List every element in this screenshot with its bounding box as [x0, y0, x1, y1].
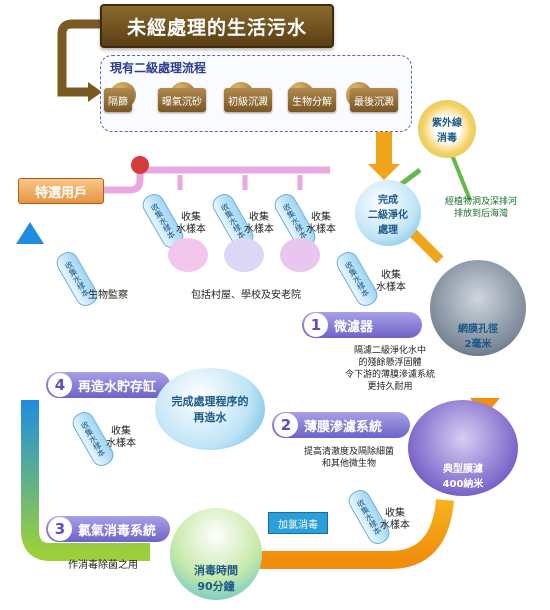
- sample-label: 收集 水樣本: [106, 426, 136, 449]
- inflow-arrow: [57, 19, 100, 97]
- supply-pipe: [100, 166, 330, 194]
- elderly-home-icon: [280, 238, 320, 272]
- stage-2-desc: 提高清澈度及隔除細菌 和其他微生物: [303, 447, 394, 469]
- stage-4-bar: 4 再造水貯存缸: [46, 372, 170, 398]
- buildings-caption: 包括村屋、學校及安老院: [191, 290, 301, 301]
- secondary-flow-title: 現有二級處理流程: [110, 61, 207, 75]
- stage-1-number: 1: [304, 313, 328, 337]
- selected-users: 特選用戶: [18, 178, 104, 204]
- stage2-to-3-arrow: [200, 499, 454, 569]
- stage-2-bar: 2 薄膜滲濾系統: [272, 412, 410, 438]
- sample-label: 收集 水樣本: [376, 270, 406, 293]
- reclaimed-water: 完成處理程序的 再造水: [155, 368, 265, 450]
- microfilter-tag: 網膜孔徑 2毫米: [430, 260, 526, 356]
- disinfect-time: 消毒時間 90分鐘: [170, 508, 262, 600]
- stage-3-number: 3: [48, 517, 72, 541]
- uv-disinfection: 紫外線 消毒: [418, 100, 476, 158]
- stage-3-desc: 作消毒除菌之用: [68, 560, 138, 571]
- stage-1-name: 微濾器: [334, 319, 374, 335]
- page-title: 未經處理的生活污水: [100, 4, 334, 48]
- house-icon: [168, 238, 208, 272]
- sample-label: 收集 水樣本: [380, 508, 410, 531]
- chlorine-add-label: 加氯消毒: [268, 512, 328, 534]
- flow-step: 隔篩: [104, 88, 132, 112]
- membrane-tag: 典型膜濾 400納米: [408, 400, 518, 496]
- stage-2-number: 2: [274, 413, 298, 437]
- secondary-treated: 完成 二級淨化 處理: [355, 180, 421, 246]
- sample-label: 收集 水樣本: [176, 212, 206, 235]
- flow-step: 最後沉澱: [350, 88, 398, 112]
- stage-3-bar: 3 氯氣消毒系統: [46, 516, 170, 542]
- stage-2-name: 薄膜滲濾系統: [304, 419, 383, 435]
- flow-step: 初級沉澱: [224, 88, 272, 112]
- flow-step: 生物分解: [288, 88, 336, 112]
- bio-monitor-label: 生物監察: [88, 290, 128, 301]
- stage-4-name: 再造水貯存缸: [78, 379, 157, 395]
- stage-1-desc: 隔濾二級淨化水中 的殘餘懸浮固體 令下游的薄膜滲濾系統 更持久耐用: [344, 346, 435, 392]
- sample-label: 收集 水樣本: [244, 212, 274, 235]
- sample-label: 收集 水樣本: [306, 212, 336, 235]
- stage-3-name: 氯氣消毒系統: [78, 523, 157, 539]
- stage-1-bar: 1 微濾器: [302, 312, 422, 338]
- uv-discharge-text: 經植物洞及深排河 排放到后海灣: [444, 197, 517, 219]
- stage-4-number: 4: [48, 373, 72, 397]
- flow-step: 曝氣沉砂: [158, 88, 206, 112]
- school-icon: [224, 238, 264, 272]
